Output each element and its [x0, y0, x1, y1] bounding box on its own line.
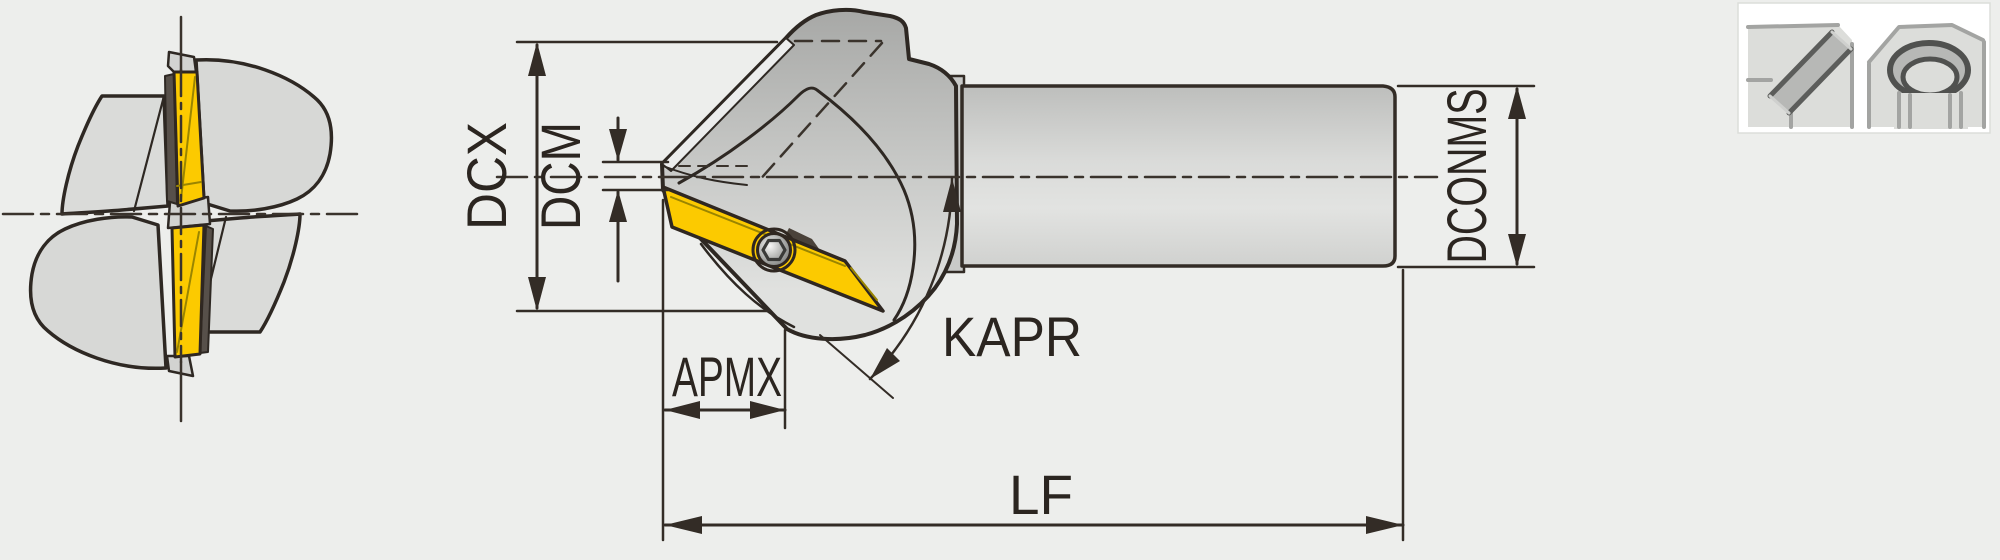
countersink-icon-top-edges [1867, 23, 1985, 64]
dimension-kapr: KAPR [819, 176, 1082, 399]
dimension-dconms: DCONMS [1396, 84, 1536, 269]
chamfer-icon-band [1770, 32, 1851, 113]
dcx-label: DCX [455, 122, 518, 230]
countersunk-hole-icon [1867, 23, 1986, 129]
lf-label: LF [1009, 463, 1073, 526]
screw-outer-ring [751, 227, 797, 273]
kapr-arrow-down-icon [870, 348, 900, 379]
heel-contour-line [699, 242, 796, 329]
chamfer-icon-band-end-right [1830, 30, 1853, 51]
dcm-arrow-down-icon [609, 129, 627, 161]
chamfer-icon-band-edge-lower [1786, 46, 1854, 116]
kapr-edge-extension-line [819, 334, 894, 399]
apmx-arrow-left-icon [665, 401, 700, 419]
tool-shank [960, 84, 1397, 268]
hidden-edge-diagonal-dashed [755, 41, 884, 185]
dconms-label: DCONMS [1435, 89, 1498, 264]
front-insert-top-facet [180, 76, 196, 200]
apmx-arrow-right-icon [750, 401, 785, 419]
application-legend-box [1737, 2, 1991, 134]
countersink-icon-opening-mask [1894, 93, 1968, 129]
dcm-label: DCM [529, 122, 592, 230]
front-body-lobe-upper-right [194, 57, 334, 213]
kapr-label: KAPR [942, 305, 1082, 368]
front-body-lobe-lower-left [28, 215, 168, 371]
front-view [1, 15, 360, 423]
dcx-arrow-up-icon [528, 42, 546, 76]
dimension-apmx: APMX [663, 328, 787, 430]
side-view [495, 7, 1439, 342]
dimension-lf: LF [661, 198, 1405, 542]
tip-edge-line [662, 165, 748, 186]
dcm-arrow-up-icon [609, 190, 627, 222]
dimension-dcx: DCX [455, 40, 779, 313]
chamfer-icon-band-end-left [1768, 94, 1791, 115]
dconms-arrow-up-icon [1508, 86, 1526, 119]
front-facet-line-upper-left [132, 94, 166, 213]
dcx-arrow-down-icon [528, 277, 546, 311]
lf-arrow-right-icon [1366, 516, 1403, 534]
countersink-icon-inner-rim [1900, 56, 1960, 98]
lf-arrow-left-icon [665, 516, 702, 534]
apmx-label: APMX [672, 345, 782, 408]
insert-screw [751, 227, 797, 273]
insert-chamfer-line [670, 196, 846, 267]
screw-hex-socket [761, 238, 787, 262]
flute-contour-line [677, 86, 917, 322]
chamfer-icon-top-edge [1746, 23, 1840, 29]
chamfered-edge-icon [1746, 23, 1854, 129]
dimension-dcm: DCM [529, 116, 670, 283]
screw-head [756, 232, 792, 268]
dconms-arrow-down-icon [1508, 234, 1526, 267]
insert-nose-facet-line [850, 267, 878, 301]
chamfer-icon-band-edge-upper [1767, 29, 1835, 99]
kapr-arrow-up-icon [943, 178, 961, 212]
